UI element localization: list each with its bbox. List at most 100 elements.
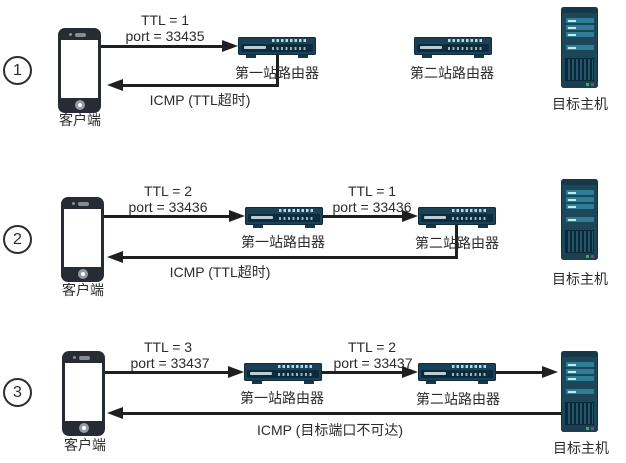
connector-line <box>276 55 279 87</box>
server-bottom <box>561 425 598 432</box>
phone-screen <box>61 40 98 98</box>
step-number: 3 <box>13 383 22 401</box>
router2-label: 第二站路由器 <box>415 235 499 251</box>
router-foot <box>426 225 436 228</box>
router-foot <box>253 225 263 228</box>
phone-home-button-icon <box>77 269 88 279</box>
target-host-icon <box>561 351 598 432</box>
router-ports-icon <box>272 39 306 42</box>
step-number: 1 <box>13 61 22 79</box>
target-host-icon <box>561 179 598 260</box>
router-foot <box>304 381 314 384</box>
router1-label: 第一站路由器 <box>235 65 319 81</box>
phone-screen <box>65 363 102 421</box>
ttl-label: TTL = 3 <box>143 339 193 355</box>
server-bay <box>566 45 594 50</box>
client-label: 客户端 <box>62 282 104 298</box>
client-phone-icon <box>61 197 104 282</box>
router-foot <box>474 55 484 58</box>
router-ports-icon <box>278 365 312 368</box>
ttl-label: TTL = 2 <box>347 339 397 355</box>
router1-label: 第一站路由器 <box>240 390 324 406</box>
router-foot <box>422 55 432 58</box>
server-bay <box>566 204 594 209</box>
request-arrow-line <box>105 371 228 374</box>
router1-icon <box>238 37 316 58</box>
arrowhead-right-icon <box>228 366 244 378</box>
router-panel <box>241 44 313 52</box>
host-label: 目标主机 <box>553 440 609 456</box>
arrowhead-right-icon <box>542 366 558 378</box>
server-bay <box>566 18 594 23</box>
router-foot <box>305 225 315 228</box>
server-bottom <box>561 253 598 260</box>
phone-home-button-icon <box>78 423 89 433</box>
router-leds-icon <box>452 373 488 376</box>
router-foot <box>478 381 488 384</box>
router-ports-icon <box>452 209 486 212</box>
host-label: 目标主机 <box>552 271 608 287</box>
router-leds-icon <box>272 47 308 50</box>
router-foot <box>252 381 262 384</box>
phone-camera-icon <box>69 33 72 36</box>
client-phone-icon <box>62 351 105 436</box>
port-label: port = 33436 <box>128 199 208 215</box>
router-bar <box>424 372 446 375</box>
router-bar <box>424 216 446 219</box>
phone-camera-icon <box>72 202 75 205</box>
server-bay <box>566 369 594 374</box>
phone-speaker-icon <box>78 202 89 206</box>
phone-camera-icon <box>73 356 76 359</box>
ttl-label: TTL = 1 <box>140 12 190 28</box>
server-bay <box>566 362 594 367</box>
client-label: 客户端 <box>59 112 101 128</box>
server-top <box>561 351 598 357</box>
phone-speaker-icon <box>75 33 86 37</box>
server-bottom <box>561 81 598 88</box>
router-bar <box>250 372 272 375</box>
red-led-icon <box>591 427 594 430</box>
router-ports-icon <box>452 365 486 368</box>
green-led-icon <box>586 255 589 258</box>
connector-line <box>455 225 458 259</box>
phone-screen <box>64 209 101 267</box>
red-led-icon <box>591 83 594 86</box>
phone-home-button-icon <box>74 100 85 110</box>
port-label: port = 33437 <box>130 355 210 371</box>
router-panel <box>248 214 320 222</box>
port-label: port = 33437 <box>333 355 413 371</box>
server-bay <box>566 190 594 195</box>
router-foot <box>298 55 308 58</box>
router1-icon <box>245 207 323 228</box>
router2-icon <box>418 207 496 228</box>
request-arrow-line <box>104 215 229 218</box>
client-label: 客户端 <box>64 437 106 453</box>
router-leds-icon <box>278 373 314 376</box>
router1-icon <box>244 363 322 384</box>
arrowhead-right-icon <box>402 210 418 222</box>
server-top <box>561 7 598 13</box>
router2-icon <box>414 37 492 58</box>
request-arrow-line <box>322 371 402 374</box>
router-panel <box>247 370 319 378</box>
green-led-icon <box>586 427 589 430</box>
arrowhead-left-icon <box>107 79 123 91</box>
host-label: 目标主机 <box>552 96 608 112</box>
router1-label: 第一站路由器 <box>241 234 325 250</box>
icmp-label: ICMP (TTL超时) <box>149 92 251 108</box>
arrowhead-right-icon <box>402 366 418 378</box>
ttl-label: TTL = 1 <box>347 183 397 199</box>
server-top <box>561 179 598 185</box>
target-host-icon <box>561 7 598 88</box>
step-number: 2 <box>13 230 22 248</box>
server-bay <box>566 376 594 381</box>
step-3-badge: 3 <box>3 378 32 407</box>
icmp-reply-arrow-line <box>122 412 567 415</box>
router-bar <box>420 46 442 49</box>
router2-label: 第二站路由器 <box>416 391 500 407</box>
icmp-label: ICMP (TTL超时) <box>169 264 271 280</box>
router-panel <box>421 214 493 222</box>
router-bar <box>244 46 266 49</box>
icmp-reply-arrow-line <box>122 84 279 87</box>
